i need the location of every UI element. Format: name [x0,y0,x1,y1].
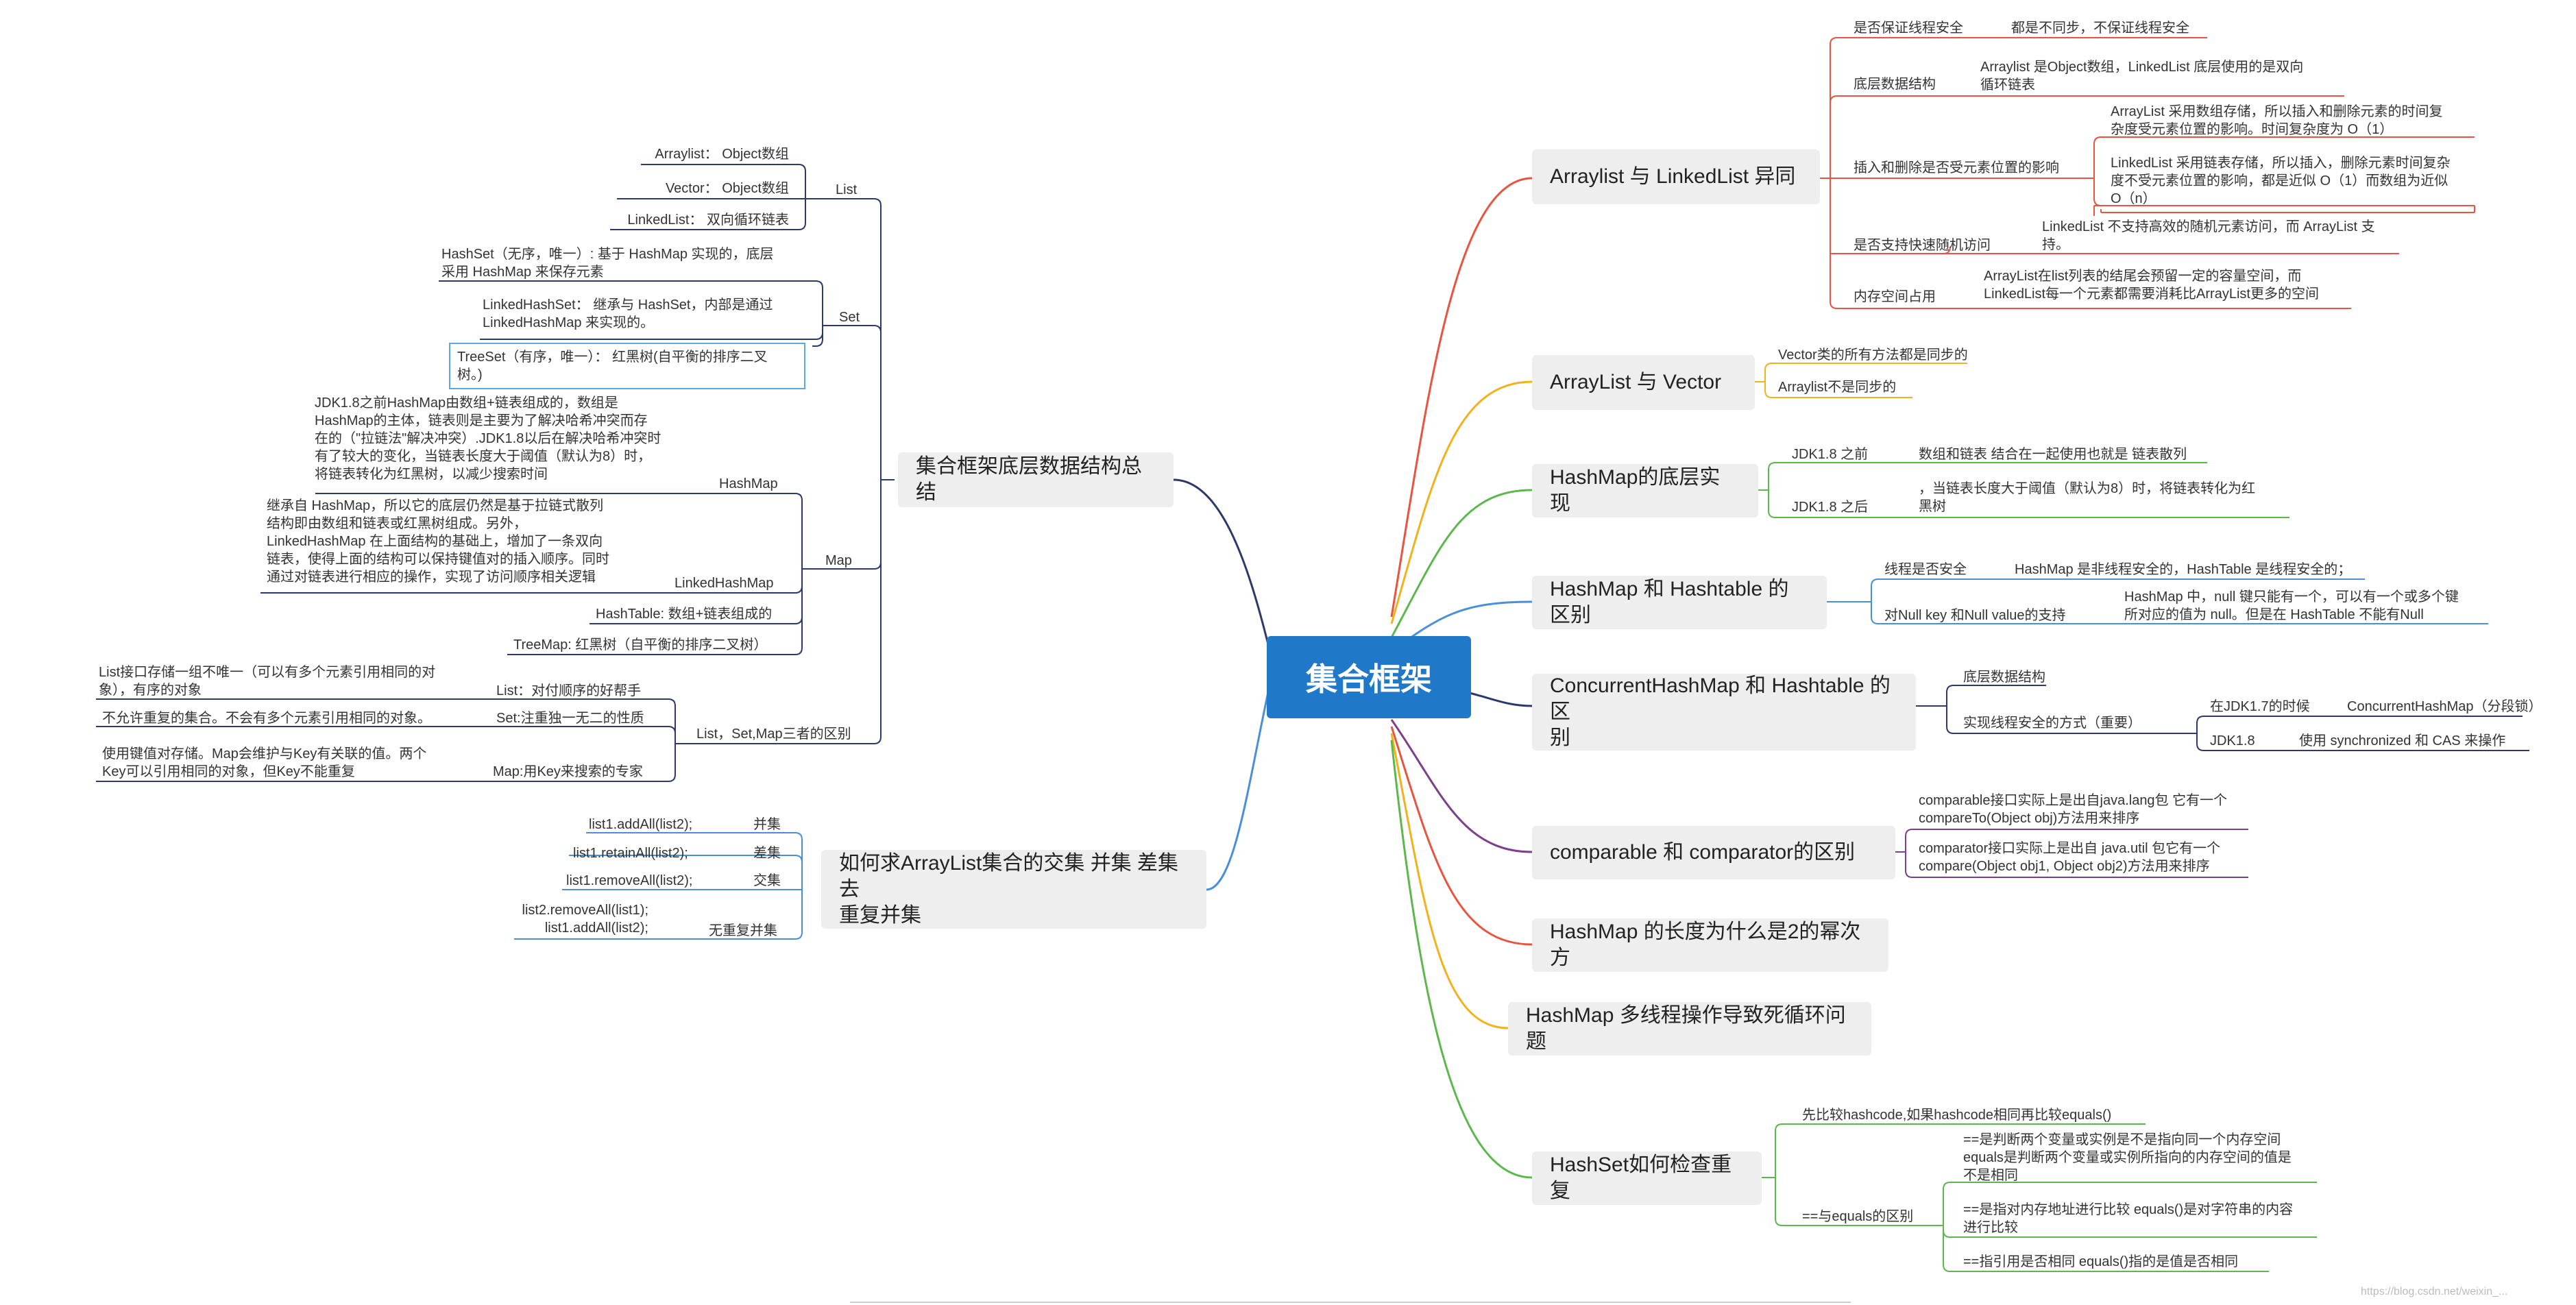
label-jdk18-after[interactable]: JDK1.8 之后 [1792,500,1869,515]
value-hm-thread[interactable]: HashMap 是非线程安全的，HashTable 是线程安全的； [2015,562,2352,577]
label-thread-safe-impl[interactable]: 实现线程安全的方式（重要） [1963,716,2141,731]
value-jdk18-after[interactable]: ，当链表长度大于阈值（默认为8）时，将链表转化为红 黑树 [1919,481,2256,514]
hashtable-desc[interactable]: HashTable: 数组+链表组成的 [596,607,773,622]
diff-set-desc[interactable]: 不允许重复的集合。不会有多个元素引用相同的对象。 [102,711,431,726]
value-jdk18[interactable]: 使用 synchronized 和 CAS 来操作 [2299,733,2506,748]
label-eq-vs-equals[interactable]: ==与equals的区别 [1802,1209,1914,1224]
code-intersection[interactable]: list1.removeAll(list2); [566,873,693,888]
list-item-vector[interactable]: Vector： Object数组 [665,181,789,196]
value-memory-usage[interactable]: ArrayList在list列表的结尾会预留一定的容量空间，而 LinkedLi… [1984,269,2319,302]
link-center-arraylist-linkedlist [1390,177,1533,618]
value-null-support[interactable]: HashMap 中，null 键只能有一个，可以有一个或多个键 所对应的值为 n… [2124,589,2459,622]
link-center-comparable [1390,719,1533,853]
link-center-hashmap-loop [1390,733,1509,1029]
linkedhashmap-desc[interactable]: 继承自 HashMap，所以它的底层仍然是基于拉链式散列 结构即由数组和链表或红… [267,498,609,585]
central-topic[interactable]: 集合框架 [1267,636,1471,718]
topic-hashmap-hashtable[interactable]: HashMap 和 Hashtable 的区别 [1532,576,1827,629]
watermark-text: https://blog.csdn.net/weixin_... [2361,1286,2508,1297]
value-thread-safety[interactable]: 都是不同步，不保证线程安全 [2011,21,2189,36]
label-jdk17[interactable]: 在JDK1.7的时候 [2210,699,2310,714]
label-hm-thread[interactable]: 线程是否安全 [1884,562,1967,577]
label-jdk18[interactable]: JDK1.8 [2210,733,2255,748]
topic-arraylist-linkedlist[interactable]: Arraylist 与 LinkedList 异同 [1532,149,1820,204]
label-map[interactable]: Map [825,553,852,568]
eq-note-1[interactable]: ==是判断两个变量或实例是不是指向同一个内存空间 equals是判断两个变量或实… [1963,1132,2292,1183]
label-dedup-union[interactable]: 无重复并集 [709,923,777,938]
diff-map-desc[interactable]: 使用键值对存储。Map会维护与Key有关联的值。两个 Key可以引用相同的对象，… [102,746,427,779]
topic-arraylist-set-ops[interactable]: 如何求ArrayList集合的交集 并集 差集 去 重复并集 [821,850,1206,929]
hashmap-desc[interactable]: JDK1.8之前HashMap由数组+链表组成的，数组是 HashMap的主体，… [315,395,661,482]
label-random-access[interactable]: 是否支持快速随机访问 [1854,238,1991,253]
topic-arraylist-vector[interactable]: ArrayList 与 Vector [1532,355,1755,410]
value-jdk18-before[interactable]: 数组和链表 结合在一起使用也就是 链表散列 [1919,447,2187,462]
set-item-hashset[interactable]: HashSet（无序，唯一）: 基于 HashMap 实现的，底层 采用 Has… [441,247,774,280]
link-center-hashset [1390,740,1533,1179]
label-set[interactable]: Set [839,310,860,325]
eq-note-2[interactable]: ==是指对内存地址进行比较 equals()是对字符串的内容 进行比较 [1963,1202,2294,1235]
topic-hashmap-deadloop[interactable]: HashMap 多线程操作导致死循环问题 [1508,1002,1871,1056]
diff-list-desc[interactable]: List接口存储一组不唯一（可以有多个元素引用相同的对 象），有序的对象 [99,665,436,698]
label-insert-delete[interactable]: 插入和删除是否受元素位置的影响 [1854,160,2059,175]
value-insert-linkedlist[interactable]: LinkedList 采用链表存储，所以插入，删除元素时间复杂 度不受元素位置的… [2111,156,2451,206]
label-underlying-structure[interactable]: 底层数据结构 [1854,77,1936,92]
code-dedup-union[interactable]: list2.removeAll(list1); list1.addAll(lis… [522,903,648,936]
link-center-hashmap-len [1390,726,1533,946]
topic-hashmap-impl[interactable]: HashMap的底层实现 [1532,464,1758,517]
arraylist-async-note[interactable]: Arraylist不是同步的 [1778,380,1897,395]
label-concurrent-structure[interactable]: 底层数据结构 [1963,670,2045,685]
label-jdk18-before[interactable]: JDK1.8 之前 [1792,447,1869,462]
comparator-note[interactable]: comparator接口实际上是出自 java.util 包它有一个 compa… [1919,841,2221,874]
list-item-linkedlist[interactable]: LinkedList： 双向循环链表 [627,212,789,228]
label-union[interactable]: 并集 [753,817,781,832]
link-center-summary [1173,478,1269,645]
label-difference[interactable]: 差集 [753,846,781,861]
set-item-linkedhashset[interactable]: LinkedHashSet： 继承与 HashSet，内部是通过 LinkedH… [483,297,773,330]
topic-hashmap-length[interactable]: HashMap 的长度为什么是2的幂次方 [1532,918,1888,972]
label-memory-usage[interactable]: 内存空间占用 [1854,289,1936,304]
label-diff-set[interactable]: Set:注重独一无二的性质 [496,711,644,726]
value-jdk17[interactable]: ConcurrentHashMap（分段锁） [2347,699,2542,714]
topic-collection-summary[interactable]: 集合框架底层数据结构总结 [898,452,1174,507]
label-thread-safety[interactable]: 是否保证线程安全 [1854,21,1963,36]
topic-comparable-comparator[interactable]: comparable 和 comparator的区别 [1532,826,1895,879]
value-insert-arraylist[interactable]: ArrayList 采用数组存储，所以插入和删除元素的时间复 杂度受元素位置的影… [2111,104,2443,137]
label-diff-map[interactable]: Map:用Key来搜索的专家 [493,764,643,779]
value-underlying-structure[interactable]: Arraylist 是Object数组，LinkedList 底层使用的是双向 … [1980,60,2304,93]
code-difference[interactable]: list1.retainAll(list2); [573,846,688,861]
topic-concurrent-hashtable[interactable]: ConcurrentHashMap 和 Hashtable 的区 别 [1532,674,1916,751]
label-list-set-map-diff[interactable]: List，Set,Map三者的区别 [696,727,851,742]
label-diff-list[interactable]: List：对付顺序的好帮手 [496,683,642,698]
link-center-ops [1206,692,1269,891]
link-center-concurrent [1466,691,1533,707]
hashset-check-note[interactable]: 先比较hashcode,如果hashcode相同再比较equals() [1802,1108,2112,1123]
code-union[interactable]: list1.addAll(list2); [589,817,693,832]
link-center-arraylist-vector [1390,380,1533,624]
list-item-arraylist[interactable]: Arraylist： Object数组 [655,147,789,162]
vector-sync-note[interactable]: Vector类的所有方法都是同步的 [1778,347,1968,363]
label-list[interactable]: List [836,182,858,197]
value-random-access[interactable]: LinkedList 不支持高效的随机元素访问，而 ArrayList 支 持。 [2042,219,2375,252]
label-null-support[interactable]: 对Null key 和Null value的支持 [1884,608,2066,623]
comparable-note[interactable]: comparable接口实际上是出自java.lang包 它有一个 compar… [1919,793,2228,826]
topic-hashset-duplicate[interactable]: HashSet如何检查重复 [1532,1151,1762,1205]
treemap-desc[interactable]: TreeMap: 红黑树（自平衡的排序二叉树） [513,637,768,652]
label-intersection[interactable]: 交集 [753,873,781,888]
label-hashmap[interactable]: HashMap [719,476,778,491]
label-linkedhashmap[interactable]: LinkedHashMap [675,576,774,591]
set-item-treeset[interactable]: TreeSet（有序，唯一）： 红黑树(自平衡的排序二叉 树。) [449,343,805,389]
eq-note-3[interactable]: ==指引用是否相同 equals()指的是值是否相同 [1963,1254,2239,1269]
link-center-hashmap-impl [1390,489,1533,638]
